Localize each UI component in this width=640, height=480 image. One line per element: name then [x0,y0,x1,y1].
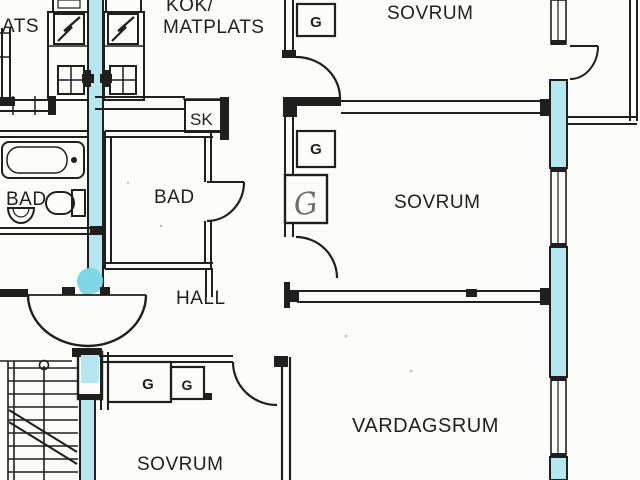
bedroom-middle-door [295,235,339,279]
closet-label-g-handwritten: G [292,185,321,223]
room-label-bad-middle: BAD [154,187,195,208]
room-label-sovrum-top: SOVRUM [387,3,473,24]
wardrobe-column [282,0,342,308]
bedroom-bottom-walls [100,352,292,480]
refrigerator-symbol-left [47,11,89,101]
bathroom-left [0,130,103,235]
scan-specks [126,181,413,373]
bathroom-middle [104,130,246,297]
wardrobe-box-top [295,2,337,38]
wall-highlight-1 [549,79,568,169]
balcony [566,0,638,125]
closet-label-g-mid: G [310,141,322,158]
partition-wall-upper [341,99,551,116]
closet-label-sk: SK [190,110,213,129]
refrigerator-symbol-right [103,11,145,101]
room-label-kok-line2: MATPLATS [163,17,264,38]
stairwell [0,348,104,480]
partition-wall-lower [297,288,551,305]
entrance-door-right [87,294,148,348]
left-apartment-walls [0,28,56,115]
stove-symbol-right [100,65,137,95]
entrance-doors [0,287,148,348]
wardrobe-box-handwritten [283,173,329,225]
exterior-wall-right [549,0,599,480]
room-label-vardagsrum: VARDAGSRUM [352,415,499,437]
bathtub [1,141,85,179]
wall-highlight-3 [549,456,568,480]
room-label-hall: HALL [176,288,226,309]
entrance-door-left [26,294,89,348]
room-label-kok-line1: KÖK/ [166,0,214,16]
toilet [45,189,86,217]
sink [6,207,36,224]
closet-label-g-bottom-large: G [142,376,154,393]
bathroom-door [206,181,246,223]
stair-break-line [8,409,78,465]
room-label-sovrum-middle: SOVRUM [394,192,480,213]
wall-highlight-2 [549,246,568,378]
wardrobe-box-bottom-small [169,365,206,401]
bedroom-bottom-door [231,361,278,407]
room-label-matplats-partial: ATS [2,16,39,37]
kitchen-fixtures [47,0,145,101]
wardrobe-box-mid [295,129,337,169]
stair-side-wall-highlight [76,350,104,480]
room-label-bad-left: BAD [6,189,47,210]
balcony-door [569,45,599,80]
closet-label-g-bottom-small: G [182,377,193,393]
stair-newel-post [38,359,50,371]
bedroom-top-door [295,55,342,99]
closet-label-g-top: G [310,14,322,31]
room-label-sovrum-bottom: SOVRUM [137,454,223,475]
stove-symbol-left [57,65,94,95]
window-top [550,0,567,45]
stair-steps [8,367,78,473]
